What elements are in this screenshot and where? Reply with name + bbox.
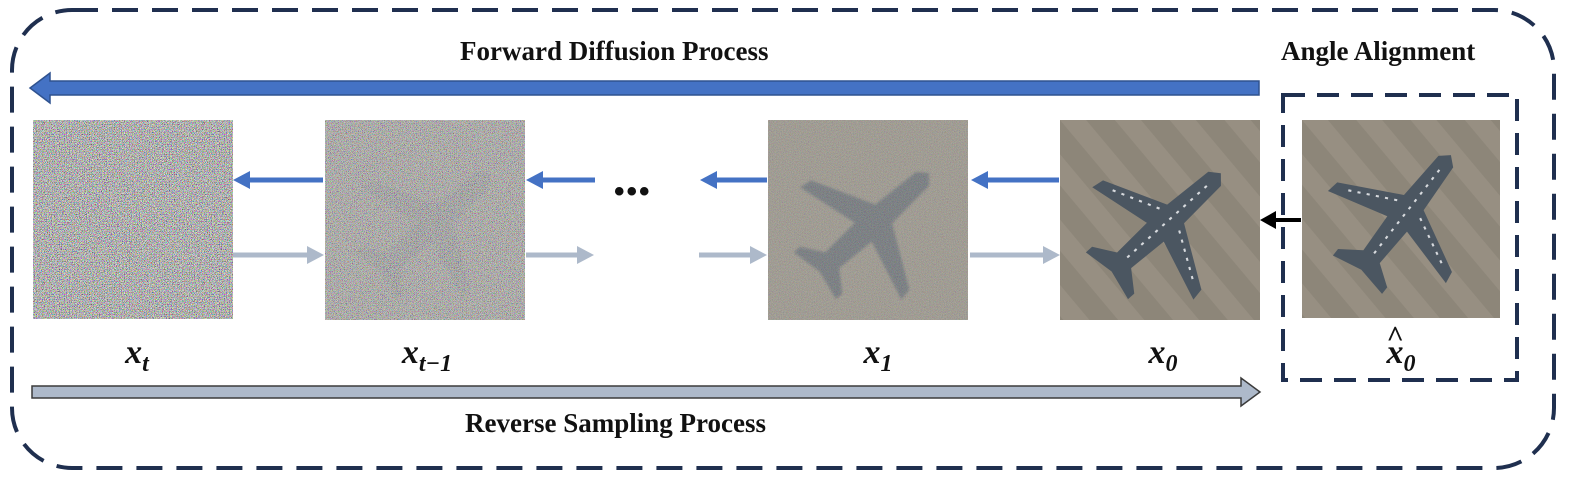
angle-alignment-title: Angle Alignment: [1281, 36, 1476, 66]
reverse-step-arrows: [233, 246, 1060, 264]
label-x0: x0: [1148, 334, 1178, 377]
reverse-process-title: Reverse Sampling Process: [465, 408, 766, 438]
aligned-airplane-image: [1302, 120, 1500, 318]
reverse-process-arrow: [31, 376, 1262, 408]
forward-step-arrows: [233, 171, 1059, 189]
slightly-noisy-airplane-image: [768, 120, 968, 320]
alignment-arrow: [1260, 211, 1301, 229]
noisy-airplane-image: [325, 120, 525, 320]
outer-border: [10, 8, 1556, 470]
label-xhat0: ^x0: [1386, 320, 1416, 377]
ellipsis: •••: [614, 175, 652, 208]
forward-process-title: Forward Diffusion Process: [460, 36, 769, 66]
label-xt-minus-1: xt−1: [401, 334, 453, 377]
hat-accent: ^: [1386, 320, 1404, 353]
pure-noise-image: [33, 120, 233, 319]
airplane-image: [1060, 120, 1260, 320]
angle-alignment-box: [1281, 93, 1519, 382]
label-xt: xt: [125, 334, 149, 377]
forward-process-arrow: [28, 71, 1260, 105]
label-x1: x1: [863, 334, 893, 377]
